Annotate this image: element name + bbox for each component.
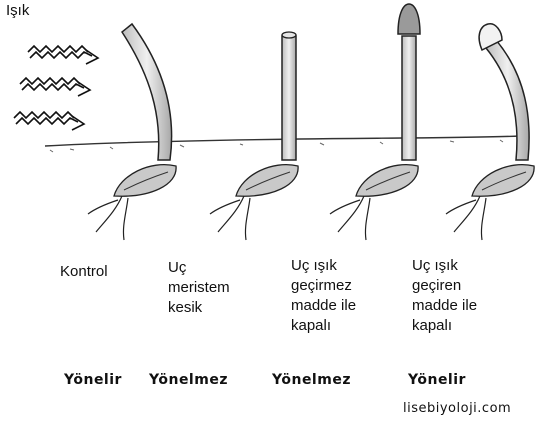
plant-control <box>88 24 176 240</box>
plant-transparent-cap <box>446 24 534 240</box>
coleoptile-stem <box>486 40 529 160</box>
coleoptile-stem <box>282 36 296 160</box>
soil-texture <box>50 140 503 152</box>
light-ray-arrow <box>28 46 98 64</box>
plant-opaque-cap <box>330 4 420 240</box>
cut-tip <box>282 32 296 38</box>
roots <box>330 196 370 240</box>
opaque-cap <box>398 4 420 34</box>
roots <box>88 196 128 240</box>
roots <box>210 196 250 240</box>
condition-label-4: Uç ışık geçiren madde ile kapalı <box>412 256 477 336</box>
result-label-1: Yönelir <box>64 372 122 388</box>
condition-label-1: Kontrol <box>60 262 108 282</box>
result-label-4: Yönelir <box>408 372 466 388</box>
light-rays <box>14 46 98 130</box>
light-label: Işık <box>6 2 29 19</box>
coleoptile-stem <box>122 24 172 160</box>
light-ray-arrow <box>20 78 90 96</box>
result-label-3: Yönelmez <box>272 372 351 388</box>
plant-tip-removed <box>210 32 298 240</box>
site-credit: lisebiyoloji.com <box>403 401 511 416</box>
coleoptile-stem <box>402 36 416 160</box>
condition-label-2: Uç meristem kesik <box>168 258 230 318</box>
result-label-2: Yönelmez <box>149 372 228 388</box>
condition-label-3: Uç ışık geçirmez madde ile kapalı <box>291 256 356 336</box>
light-ray-arrow <box>14 112 84 130</box>
roots <box>446 196 486 240</box>
